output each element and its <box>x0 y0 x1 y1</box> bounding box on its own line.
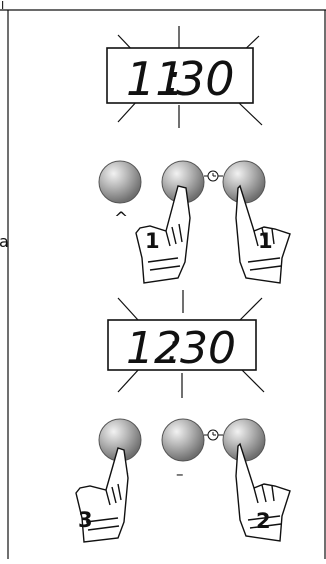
top-hand-right: 1 <box>235 184 291 284</box>
top-button-minus[interactable] <box>98 160 142 204</box>
clock-icon <box>204 170 223 182</box>
top-display: 11 : 30 <box>106 26 263 128</box>
bottom-display-window <box>107 319 257 371</box>
bottom-panel: 12 : 30 ^ – + <box>75 290 291 543</box>
bottom-button-center[interactable] <box>161 418 205 462</box>
bottom-display-colon: : <box>167 326 180 370</box>
top-display-window <box>106 47 254 104</box>
top-hand-left: 1 <box>135 185 191 284</box>
step-badge-top-left: 1 <box>145 229 160 253</box>
bottom-display: 12 : 30 <box>107 290 265 398</box>
top-minus-symbol: ^ <box>114 209 128 229</box>
frame <box>0 9 326 559</box>
top-buttons: ^ – + <box>98 160 266 229</box>
top-panel: 11 : 30 ^ – + <box>98 26 291 284</box>
side-label: a <box>0 232 9 251</box>
bottom-flash-rays <box>117 290 265 398</box>
bottom-display-digits-right: 30 <box>180 323 236 374</box>
bottom-buttons: ^ – + <box>98 418 266 487</box>
bottom-display-digits-left: 12 <box>126 323 182 374</box>
bottom-hand-right: 2 <box>235 442 291 542</box>
step-badge-top-right: 1 <box>258 229 273 253</box>
top-display-colon: : <box>167 57 180 103</box>
bottom-hand-left: 3 <box>75 447 129 543</box>
step-badge-bottom-left: 3 <box>78 508 93 532</box>
step-badge-bottom-right: 2 <box>256 509 271 533</box>
bottom-center-symbol: – <box>176 465 184 483</box>
top-display-digits-left: 11 <box>126 52 185 106</box>
clock-icon <box>204 429 223 441</box>
top-display-digits-right: 30 <box>176 52 235 106</box>
top-marker: I <box>1 0 4 12</box>
